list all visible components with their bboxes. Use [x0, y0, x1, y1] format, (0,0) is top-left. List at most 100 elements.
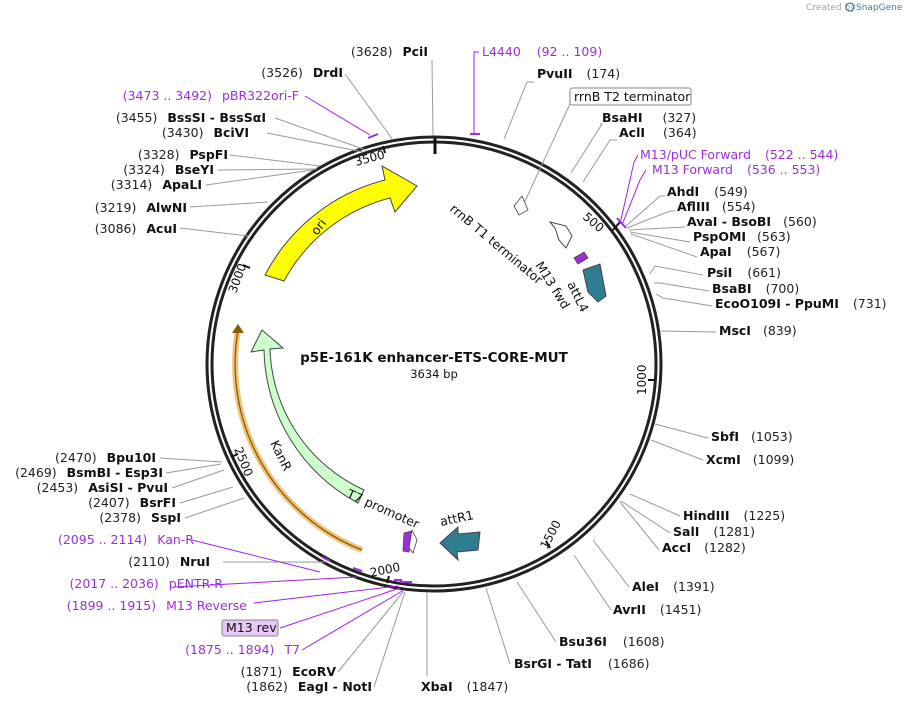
enzyme-name: PciI [402, 44, 428, 59]
svg-text:(2469)BsmBI - Esp3I: (2469)BsmBI - Esp3I [15, 465, 163, 480]
attr1-feature[interactable] [439, 525, 481, 562]
enzyme-pos: (3628) [351, 44, 393, 59]
primer-range: (92 .. 109) [537, 44, 602, 59]
svg-text:PsiI(661): PsiI(661) [707, 265, 781, 280]
kanr-feature[interactable] [250, 329, 365, 504]
enzyme-name: PsiI [707, 265, 732, 280]
svg-text:AflIII(554): AflIII (554) [677, 199, 756, 214]
rrnb-t2-box[interactable] [569, 87, 692, 106]
enzyme-pos: (2110) [128, 554, 170, 569]
enzyme-pos: (554) [722, 199, 756, 214]
primer-name: Kan-R [157, 532, 194, 547]
enzyme-name: AvaI - BsoBI [687, 214, 771, 229]
rrnb-t2-leader [519, 103, 571, 213]
snapgene-logo-icon [845, 2, 855, 12]
svg-text:(3324)BseYI: (3324) BseYI [123, 162, 214, 177]
enzyme-name: BsrGI - TatI [514, 656, 592, 671]
svg-text:BsaHI(327): BsaHI (327) [602, 110, 696, 125]
enzyme-name: PspOMI [693, 229, 746, 244]
left-enzyme-labels: (3628)PciI (3526)DrdI (3455)BssSI - BssS… [15, 44, 428, 694]
enzyme-pos: (364) [663, 125, 697, 140]
enzyme-pos: (3328) [138, 147, 180, 162]
primer-range: (1875 .. 1894) [185, 642, 274, 657]
enzyme-pos: (1281) [713, 524, 755, 539]
rrnb-t2-label: rrnB T2 terminator [574, 89, 691, 104]
right-enzyme-labels: PvuII(174) BsaHI(327) AclI(364) AhdI(549… [421, 66, 887, 694]
primer-range: (2095 .. 2114) [58, 532, 147, 547]
enzyme-name: SbfI [711, 429, 739, 444]
enzyme-pos: (3314) [111, 177, 153, 192]
enzyme-name: AclI [619, 125, 645, 140]
enzyme-pos: (839) [763, 323, 797, 338]
m13rev-label: M13 rev [226, 620, 277, 635]
svg-text:(2407)BsrFI: (2407) BsrFI [88, 495, 176, 510]
svg-text:(3219)AlwNI: (3219)AlwNI [95, 200, 187, 215]
kan-primer-arrowhead [232, 324, 244, 333]
svg-text:(2017 .. 2036)pENTR-R: (2017 .. 2036) pENTR-R [70, 576, 224, 591]
watermark-brand: SnapGene [856, 3, 903, 13]
enzyme-pos: (2378) [99, 510, 141, 525]
svg-text:BsaBI(700): BsaBI(700) [712, 281, 799, 296]
enzyme-name: SspI [151, 510, 181, 525]
enzyme-name: Bsu36I [559, 634, 607, 649]
t7-promoter-feature[interactable] [408, 528, 418, 554]
svg-text:AclI(364): AclI (364) [619, 125, 697, 140]
enzyme-name: AcuI [146, 221, 177, 236]
primer-range: (2017 .. 2036) [70, 576, 159, 591]
rrnb-t1-feature[interactable] [548, 221, 573, 249]
enzyme-name: PvuII [537, 66, 573, 81]
enzyme-name: BsaHI [602, 110, 643, 125]
enzyme-name: BsrFI [140, 495, 176, 510]
attr1-label: attR1 [439, 507, 475, 529]
m13fwd-feature[interactable] [573, 251, 589, 265]
svg-text:(1871)EcoRV: (1871)EcoRV [241, 664, 337, 679]
svg-text:(3328)PspFI: (3328)PspFI [138, 147, 228, 162]
enzyme-pos: (2470) [55, 450, 97, 465]
primer-range: (1899 .. 1915) [67, 598, 156, 613]
enzyme-pos: (1608) [623, 634, 665, 649]
enzyme-name: BsaBI [712, 281, 752, 296]
enzyme-pos: (1282) [704, 540, 746, 555]
svg-text:(3430)BciVI: (3430)BciVI [162, 125, 249, 140]
enzyme-pos: (3086) [95, 221, 137, 236]
enzyme-pos: (2453) [37, 480, 79, 495]
enzyme-pos: (560) [783, 214, 817, 229]
enzyme-pos: (3526) [261, 65, 303, 80]
primer-name: M13 Reverse [166, 598, 247, 613]
enzyme-pos: (1862) [246, 679, 288, 694]
enzyme-pos: (2407) [88, 495, 130, 510]
svg-text:Bsu36I(1608): Bsu36I (1608) [559, 634, 665, 649]
kanr-label: KanR [267, 438, 295, 474]
enzyme-pos: (1686) [608, 656, 650, 671]
svg-text:(2095 .. 2114)Kan-R: (2095 .. 2114) Kan-R [58, 532, 194, 547]
ori-feature[interactable] [264, 165, 418, 282]
svg-text:AleI(1391): AleI(1391) [632, 579, 715, 594]
primer-name: M13 Forward [652, 162, 733, 177]
enzyme-name: ApaLI [162, 177, 202, 192]
enzyme-name: XcmI [706, 452, 741, 467]
enzyme-pos: (174) [587, 66, 621, 81]
svg-text:(3628)PciI: (3628) PciI [351, 44, 428, 59]
m13rev-box[interactable] [221, 619, 279, 637]
plasmid-name: p5E-161K enhancer-ETS-CORE-MUT [300, 350, 568, 366]
rrnb-t2-feature[interactable] [513, 195, 529, 216]
attl4-feature[interactable] [582, 263, 607, 303]
enzyme-name: AlwNI [146, 200, 187, 215]
enzyme-name: DrdI [313, 65, 343, 80]
enzyme-name: AflIII [677, 199, 710, 214]
enzyme-name: BseYI [175, 162, 214, 177]
enzyme-pos: (563) [757, 229, 791, 244]
svg-text:(1875 .. 1894)T7: (1875 .. 1894)T7 [185, 642, 300, 657]
svg-text:M13/pUC Forward(522 .. 544): M13/pUC Forward(522 .. 544) [640, 147, 838, 162]
enzyme-pos: (327) [663, 110, 697, 125]
primer-name: M13/pUC Forward [640, 147, 751, 162]
enzyme-pos: (1451) [660, 602, 702, 617]
svg-text:AvaI - BsoBI(560): AvaI - BsoBI (560) [687, 214, 817, 229]
primer-name: pENTR-R [169, 576, 224, 591]
enzyme-name: HindIII [683, 508, 730, 523]
enzyme-name: EcoRV [292, 664, 336, 679]
svg-text:(2453)AsiSI - PvuI: (2453)AsiSI - PvuI [37, 480, 168, 495]
svg-text:BsrGI - TatI(1686): BsrGI - TatI (1686) [514, 656, 650, 671]
enzyme-pos: (3324) [123, 162, 165, 177]
